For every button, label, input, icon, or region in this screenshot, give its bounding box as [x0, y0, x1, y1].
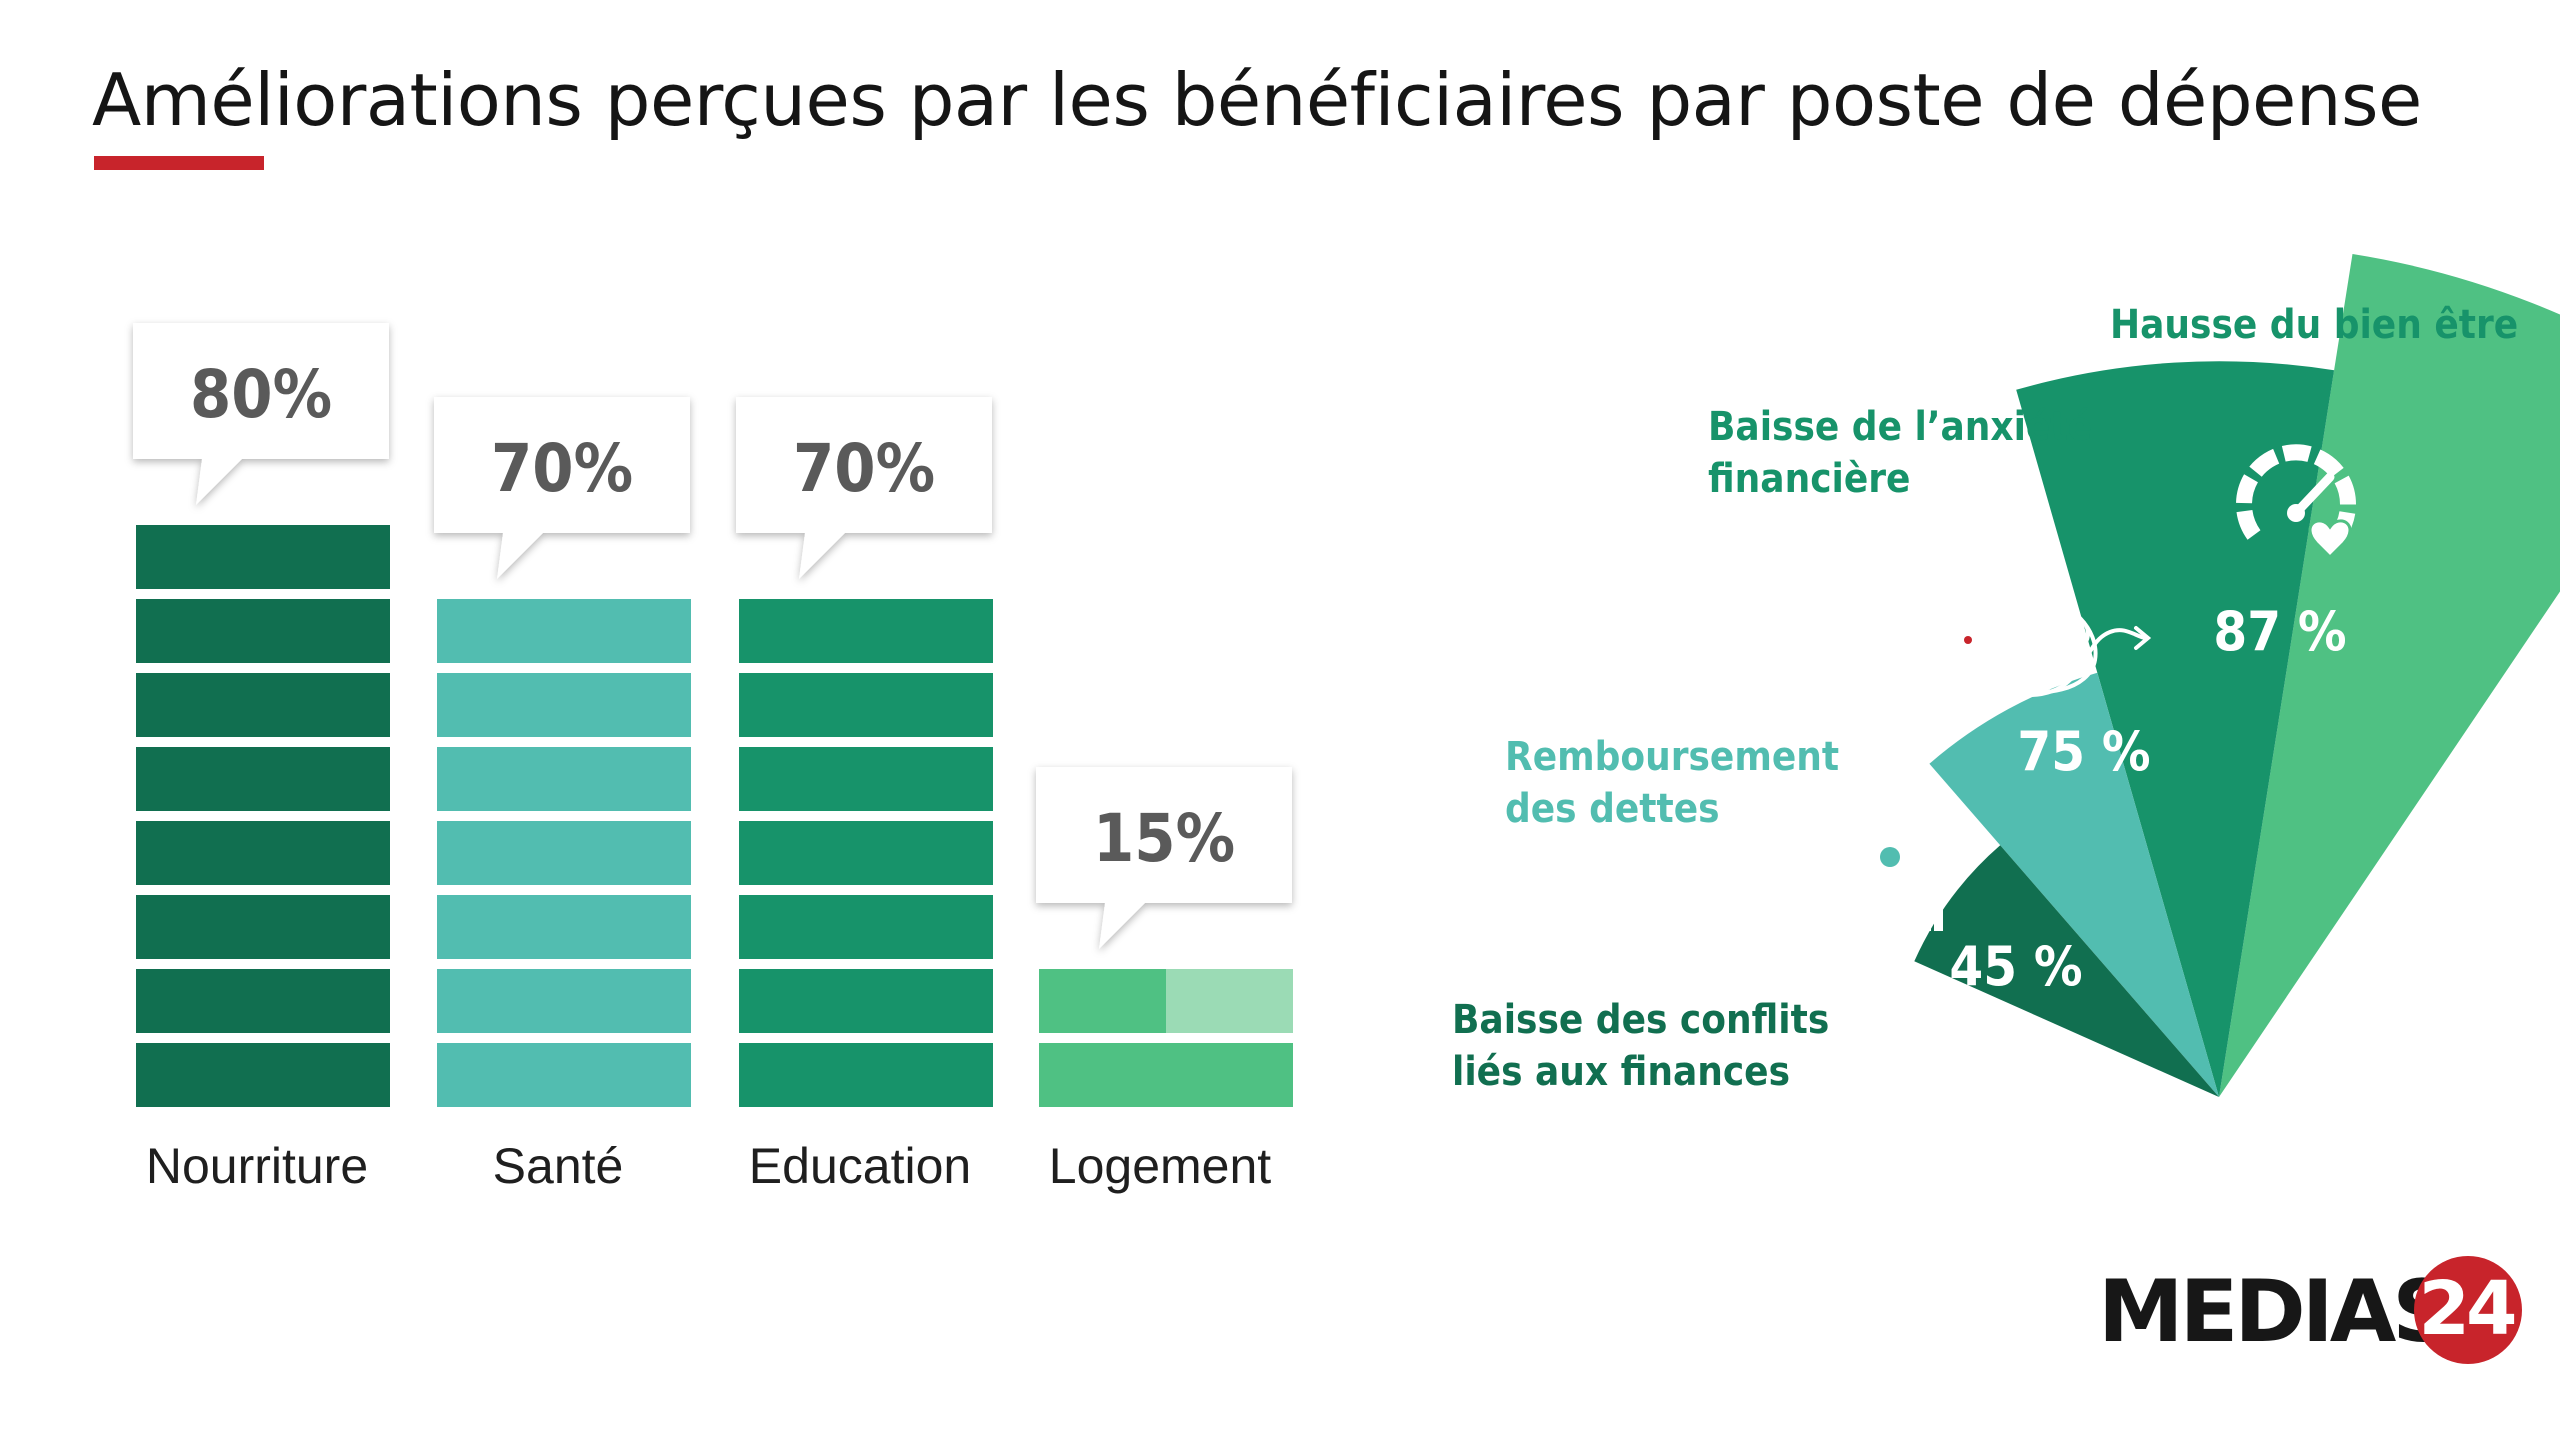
logo-mark-text: 24	[2419, 1266, 2515, 1352]
bar-block	[437, 1043, 691, 1107]
bar-education	[739, 599, 993, 1107]
fan-segment-baisse-des-conflits-lies-aux-finances	[1914, 845, 2219, 1097]
bar-block-partial	[1039, 969, 1166, 1033]
fan-segment-baisse-de-l-anxiete-financiere	[2016, 361, 2335, 1097]
value-label: 70%	[793, 430, 935, 507]
bar-block	[136, 525, 390, 589]
bar-block	[739, 673, 993, 737]
bar-block	[136, 747, 390, 811]
fan-value-label: 34 %	[1928, 1035, 2061, 1098]
bar-block	[136, 969, 390, 1033]
category-label-logement: Logement	[1049, 1138, 1271, 1194]
callout-box	[133, 323, 389, 505]
bar-block	[437, 821, 691, 885]
speedometer-heart-icon	[2236, 444, 2356, 560]
category-label-education: Education	[749, 1138, 971, 1194]
bar-block	[136, 895, 390, 959]
bar-block	[437, 673, 691, 737]
bar-nourriture	[136, 525, 390, 1107]
value-callout: 15%	[1036, 767, 1292, 949]
fan-sector	[1929, 672, 2219, 1097]
fan-category-label-hausse-du-bien-etre: Hausse du bien être	[2110, 302, 2518, 348]
tangled-thread-icon	[1964, 587, 2152, 697]
bar-block	[1039, 1043, 1293, 1107]
fan-value-label: 75 %	[2017, 720, 2150, 783]
bar-block	[739, 895, 993, 959]
value-label: 15%	[1093, 800, 1235, 877]
category-label-sante: Santé	[493, 1138, 624, 1194]
bar-block	[437, 599, 691, 663]
bar-block	[739, 747, 993, 811]
fan-segment-remboursement-des-dettes	[1929, 672, 2219, 1097]
callout-box	[736, 397, 992, 579]
callout-box	[434, 397, 690, 579]
hands-coin-icon	[1835, 835, 1943, 931]
fan-value-label: 45 %	[1949, 935, 2082, 998]
category-label-nourriture: Nourriture	[146, 1138, 368, 1194]
bar-block	[739, 821, 993, 885]
callout-box	[1036, 767, 1292, 949]
bar-block	[437, 969, 691, 1033]
bar-block	[739, 969, 993, 1033]
fan-sector	[2219, 254, 2560, 1097]
bar-chart: 80% Nourriture 70% Santé 70% Education 15% Loge…	[133, 323, 1293, 1194]
bar-block	[437, 747, 691, 811]
value-callout: 80%	[133, 323, 389, 505]
bar-block	[437, 895, 691, 959]
bar-block	[136, 599, 390, 663]
bar-block	[739, 1043, 993, 1107]
value-callout: 70%	[434, 397, 690, 579]
value-label: 80%	[190, 356, 332, 433]
value-label: 70%	[491, 430, 633, 507]
bar-logement	[1039, 969, 1293, 1107]
bar-block	[136, 1043, 390, 1107]
fan-sector	[2016, 361, 2335, 1097]
bar-block	[136, 821, 390, 885]
page-title: Améliorations perçues par les bénéficiai…	[92, 58, 2422, 142]
value-callout: 70%	[736, 397, 992, 579]
bar-block	[739, 599, 993, 663]
bar-sante	[437, 599, 691, 1107]
logo-24-badge: 24	[2414, 1256, 2522, 1364]
logo-wordmark: MEDIAS	[2098, 1262, 2454, 1362]
title-accent-bar	[94, 156, 264, 170]
fan-segment-hausse-du-bien-etre	[2219, 254, 2560, 1097]
fan-value-label: 87 %	[2213, 600, 2346, 663]
fan-sector	[1914, 845, 2219, 1097]
couple-arguing-icon	[1834, 994, 1920, 1088]
bar-block	[136, 673, 390, 737]
